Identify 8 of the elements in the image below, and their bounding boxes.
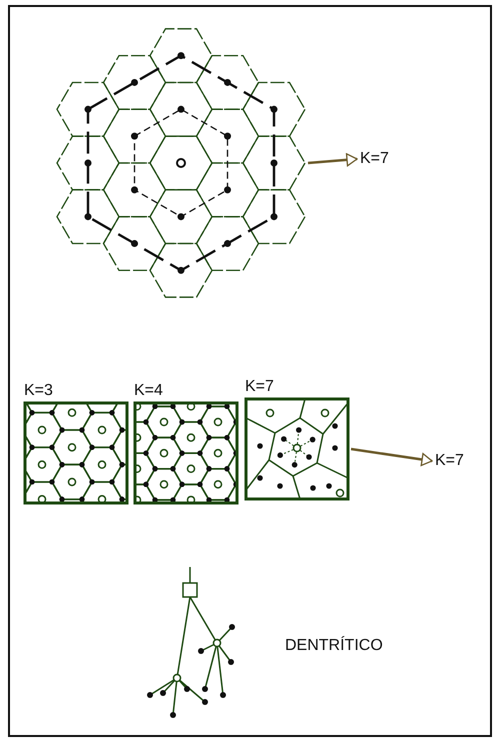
lattice-label: K=3 — [24, 382, 54, 400]
pattern-label: DENTRÍTICO — [285, 637, 383, 655]
node-label: K=7 — [360, 150, 389, 168]
lattice-label: K=4 — [134, 382, 164, 400]
node-label: K=7 — [435, 452, 464, 470]
lattice-label: K=7 — [245, 378, 275, 396]
arrow — [308, 153, 358, 166]
arrow — [350, 448, 433, 466]
